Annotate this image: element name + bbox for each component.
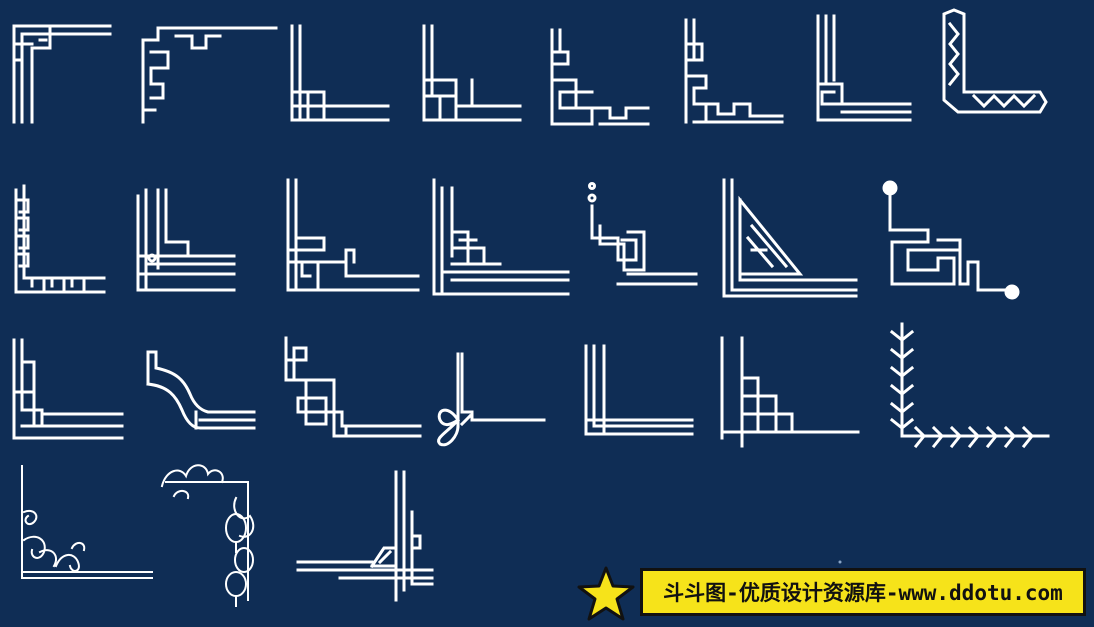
cloud-corner-icon bbox=[21, 465, 153, 579]
leaf-garland-corner-icon bbox=[889, 322, 1050, 449]
bow-corner-icon bbox=[437, 352, 546, 447]
step-lattice-corner-icon bbox=[720, 336, 860, 448]
spiral-corner-icon bbox=[587, 182, 698, 286]
knot-corner-icon bbox=[284, 336, 422, 438]
step-fret-corner-icon bbox=[684, 18, 784, 124]
knot-corner-icon bbox=[882, 180, 1020, 300]
braided-corner-icon bbox=[942, 8, 1048, 114]
curved-corner-icon bbox=[146, 350, 256, 430]
watermark-banner[interactable]: 斗斗图-优质设计资源库-www.ddotu.com bbox=[640, 568, 1086, 616]
watermark-text: 斗斗图-优质设计资源库-www.ddotu.com bbox=[663, 581, 1063, 605]
triple-line-corner-icon bbox=[584, 344, 694, 436]
crossed-lines-corner-icon bbox=[136, 188, 236, 292]
lattice-corner-icon bbox=[290, 24, 390, 122]
lattice-corner-icon bbox=[422, 24, 522, 122]
star-icon bbox=[577, 566, 635, 621]
key-pattern-corner-icon bbox=[14, 184, 106, 294]
triangle-fret-corner-icon bbox=[722, 178, 858, 298]
cloud-lantern-corner-icon bbox=[160, 464, 255, 607]
step-fret-corner-icon bbox=[550, 28, 650, 126]
fret-corner-icon bbox=[12, 24, 112, 124]
spiral-corner-icon bbox=[286, 178, 420, 292]
fret-corner-icon bbox=[141, 26, 278, 124]
lattice-corner-icon bbox=[432, 178, 570, 296]
thin-fret-corner-icon bbox=[296, 470, 434, 602]
double-line-corner-icon bbox=[12, 338, 124, 440]
spiral-corner-icon bbox=[816, 14, 912, 122]
